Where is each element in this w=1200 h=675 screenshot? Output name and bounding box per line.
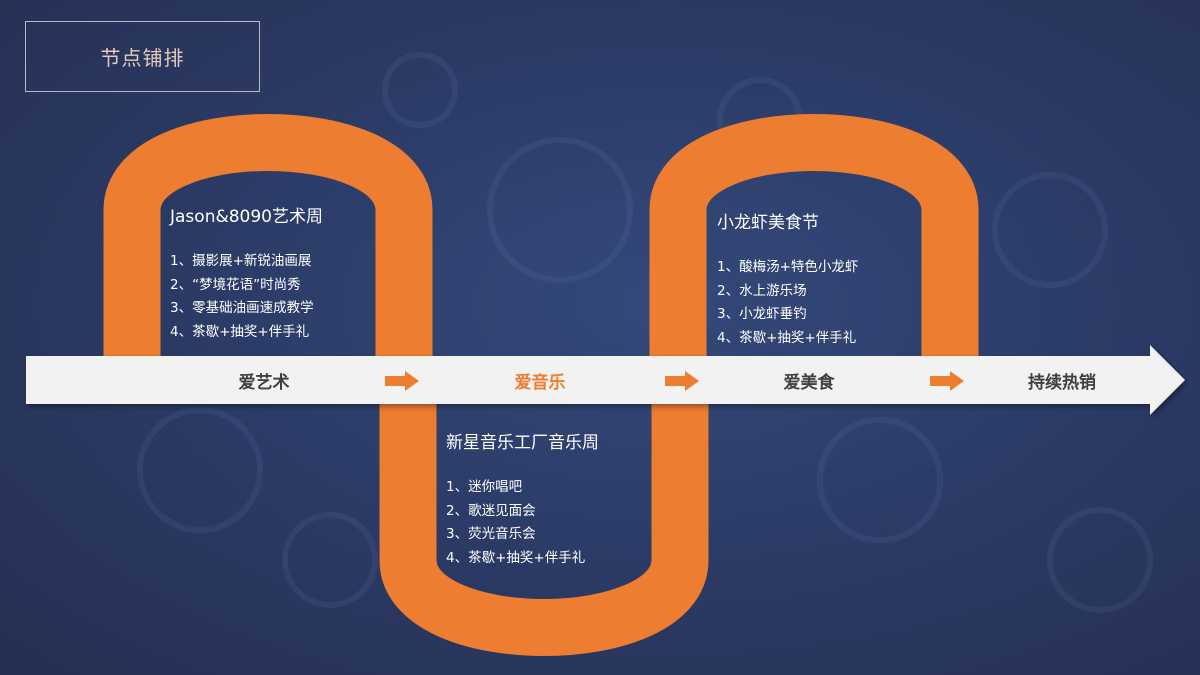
right-arrow-icon xyxy=(930,371,964,391)
event-title: Jason&8090艺术周 xyxy=(170,207,323,227)
event-items: 1、摄影展+新锐油画展 2、“梦境花语”时尚秀 3、零基础油画速成教学 4、茶歇… xyxy=(170,250,314,344)
event-items: 1、迷你唱吧 2、歌迷见面会 3、荧光音乐会 4、茶歇+抽奖+伴手礼 xyxy=(446,476,585,570)
stage-food: 爱美食 xyxy=(783,373,835,393)
event-item: 4、茶歇+抽奖+伴手礼 xyxy=(717,329,857,346)
event-item: 3、荧光音乐会 xyxy=(446,526,536,542)
timeline-band xyxy=(26,345,1185,415)
event-item: 3、小龙虾垂钓 xyxy=(717,306,807,322)
page-title: 节点铺排 xyxy=(25,21,260,92)
event-item: 1、酸梅汤+特色小龙虾 xyxy=(717,259,859,275)
stage-art: 爱艺术 xyxy=(238,373,290,393)
event-item: 4、茶歇+抽奖+伴手礼 xyxy=(170,323,310,340)
event-item: 2、歌迷见面会 xyxy=(446,502,536,519)
event-items: 1、酸梅汤+特色小龙虾 2、水上游乐场 3、小龙虾垂钓 4、茶歇+抽奖+伴手礼 xyxy=(717,256,858,350)
stage-music: 爱音乐 xyxy=(514,373,566,393)
event-title: 新星音乐工厂音乐周 xyxy=(446,433,599,453)
event-item: 2、“梦境花语”时尚秀 xyxy=(170,276,301,293)
event-item: 3、零基础油画速成教学 xyxy=(170,300,314,316)
event-item: 1、摄影展+新锐油画展 xyxy=(170,253,312,269)
right-arrow-icon xyxy=(665,371,699,391)
event-title: 小龙虾美食节 xyxy=(717,213,819,233)
event-item: 1、迷你唱吧 xyxy=(446,479,523,495)
serpentine-path xyxy=(103,114,979,656)
event-item: 4、茶歇+抽奖+伴手礼 xyxy=(446,549,586,566)
stage-ongoing: 持续热销 xyxy=(1028,373,1096,393)
event-item: 2、水上游乐场 xyxy=(717,282,807,299)
right-arrow-icon xyxy=(385,371,419,391)
